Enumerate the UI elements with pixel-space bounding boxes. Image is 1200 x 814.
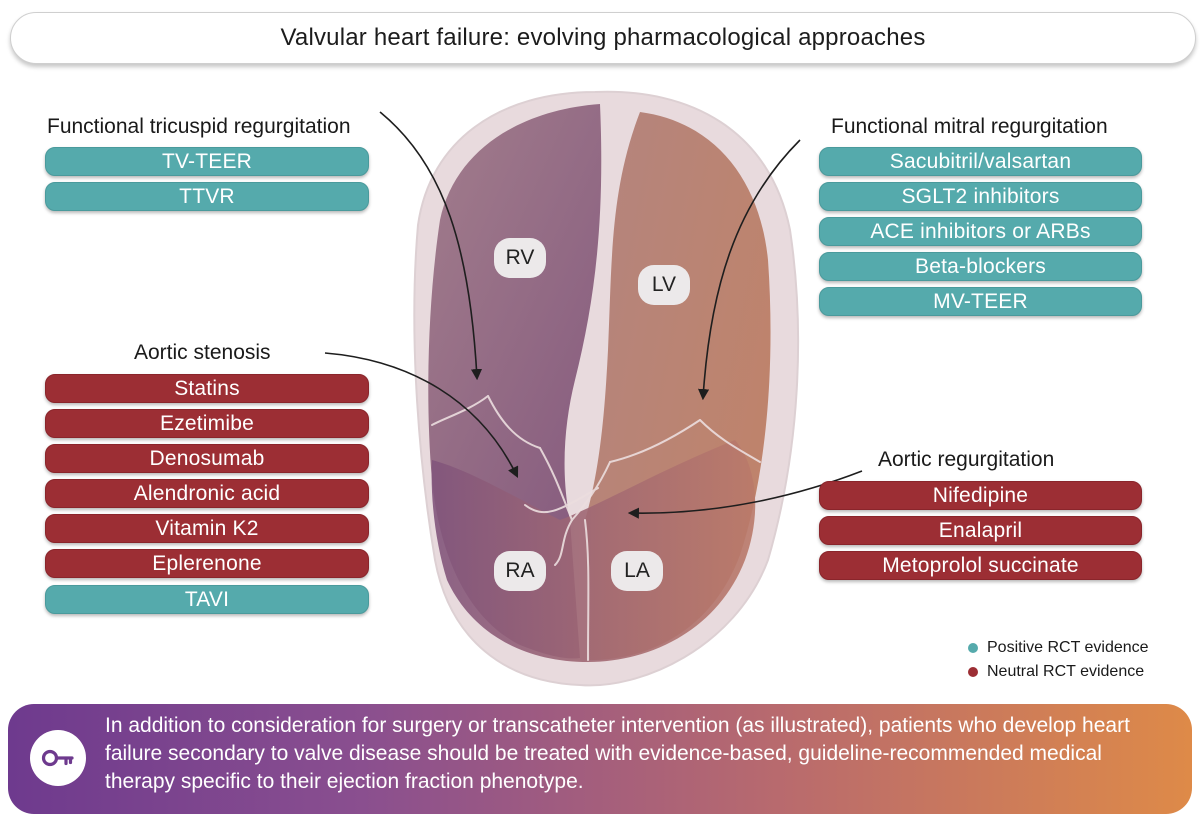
- legend-positive-label: Positive RCT evidence: [987, 639, 1149, 656]
- chamber-label-rv: RV: [494, 238, 546, 278]
- arrow-tricuspid: [379, 111, 483, 381]
- aortic-stenosis-item: Denosumab: [45, 444, 369, 473]
- aortic-stenosis-group-title: Aortic stenosis: [134, 341, 271, 364]
- mitral-item: Beta-blockers: [819, 252, 1142, 281]
- aortic-stenosis-item: Eplerenone: [45, 549, 369, 578]
- arrow-mitral: [697, 139, 801, 401]
- mitral-item: ACE inhibitors or ARBs: [819, 217, 1142, 246]
- aortic-stenosis-item: Statins: [45, 374, 369, 403]
- legend-neutral-label: Neutral RCT evidence: [987, 663, 1145, 680]
- mitral-item: MV-TEER: [819, 287, 1142, 316]
- mitral-item: Sacubitril/valsartan: [819, 147, 1142, 176]
- aortic-regurgitation-group-title: Aortic regurgitation: [878, 448, 1055, 471]
- heart-illustration: [324, 90, 863, 687]
- chamber-label-ra: RA: [494, 551, 546, 591]
- aortic-stenosis-item: TAVI: [45, 585, 369, 614]
- aortic-regurgitation-item: Nifedipine: [819, 481, 1142, 510]
- page-title: Valvular heart failure: evolving pharmac…: [10, 12, 1196, 64]
- take-home-text: In addition to consideration for surgery…: [105, 714, 1130, 793]
- atria-region: [431, 440, 756, 662]
- mitral-group-title: Functional mitral regurgitation: [831, 115, 1108, 138]
- aortic-regurgitation-item: Metoprolol succinate: [819, 551, 1142, 580]
- aortic-stenosis-item: Ezetimibe: [45, 409, 369, 438]
- arrow-aortic-regurgitation: [627, 470, 863, 519]
- neutral-dot-icon: [968, 667, 978, 677]
- aortic-stenosis-item: Vitamin K2: [45, 514, 369, 543]
- tricuspid-item: TTVR: [45, 182, 369, 211]
- arrow-aortic-stenosis: [324, 352, 519, 479]
- pointer-arrows: [324, 111, 863, 519]
- aortic-regurgitation-item: Enalapril: [819, 516, 1142, 545]
- key-icon: [30, 730, 86, 786]
- legend-neutral: Neutral RCT evidence: [968, 663, 1144, 681]
- legend-positive: Positive RCT evidence: [968, 639, 1149, 657]
- valve-lines: [431, 395, 761, 661]
- mitral-item: SGLT2 inhibitors: [819, 182, 1142, 211]
- positive-dot-icon: [968, 643, 978, 653]
- chamber-label-la: LA: [611, 551, 663, 591]
- tricuspid-item: TV-TEER: [45, 147, 369, 176]
- tricuspid-group-title: Functional tricuspid regurgitation: [47, 115, 351, 138]
- aortic-stenosis-item: Alendronic acid: [45, 479, 369, 508]
- chamber-label-lv: LV: [638, 265, 690, 305]
- take-home-banner: In addition to consideration for surgery…: [8, 704, 1192, 814]
